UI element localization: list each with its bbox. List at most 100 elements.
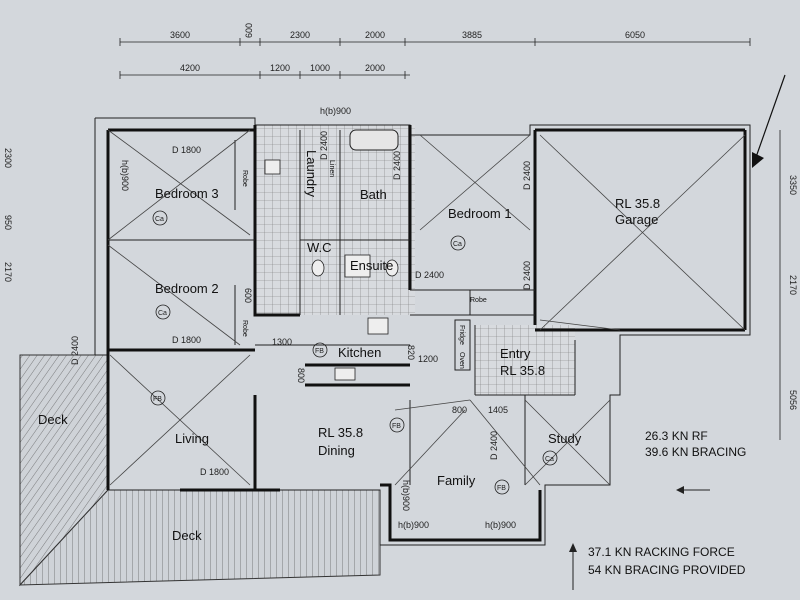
room-study: Study (548, 431, 582, 446)
marker-fb-living-text: FB (153, 396, 162, 403)
note-racking: 37.1 KN RACKING FORCE (588, 545, 735, 559)
dining-rl: RL 35.8 (318, 425, 363, 440)
garage-rl: RL 35.8 (615, 196, 660, 211)
dim-top-4200: 4200 (180, 63, 200, 73)
dim-left-950: 950 (3, 215, 13, 230)
marker-ca-study-text: Ca (545, 456, 554, 463)
room-laundry: Laundry (304, 150, 319, 197)
room-bath: Bath (360, 187, 387, 202)
label-d2400-garage-a: D 2400 (522, 161, 532, 190)
ensuite-shower (344, 254, 371, 278)
pointer-arrow (754, 74, 786, 161)
pointer-arrow-head (752, 152, 764, 168)
fixtures (264, 129, 399, 381)
label-fridge: Fridge (458, 325, 465, 345)
marker-fb-dining (389, 417, 405, 433)
room-deck-bottom: Deck (172, 528, 202, 543)
note-arrow-left-head (676, 486, 684, 494)
marker-fb-kitchen (312, 342, 328, 358)
room-family: Family (437, 473, 476, 488)
label-robe-bed3: Robe (241, 170, 248, 187)
dim-800-family: 800 (452, 405, 467, 415)
label-hb900-family-right: h(b)900 (485, 520, 516, 530)
bathtub (349, 129, 399, 151)
house-walls (94, 117, 751, 546)
top-dimension-lines: 3600 600 2300 2000 3885 6050 4200 1200 1… (119, 23, 751, 79)
label-d1800-living: D 1800 (200, 467, 229, 477)
note-arrow-up-head (569, 543, 577, 552)
label-hb900-bed3: h(b)900 (120, 160, 130, 191)
room-entry: Entry (500, 346, 531, 361)
label-d1800-bed2: D 1800 (172, 335, 201, 345)
dim-1300: 1300 (272, 337, 292, 347)
marker-fb-family-text: FB (497, 485, 506, 492)
label-d2400-garage-b: D 2400 (522, 261, 532, 290)
marker-ca-bed3-text: Ca (155, 216, 164, 223)
room-ensuite: Ensuite (350, 258, 393, 273)
marker-fb-family (494, 479, 510, 495)
dim-600: 600 (243, 288, 253, 303)
dim-1405: 1405 (488, 405, 508, 415)
label-robe-bed2: Robe (241, 320, 248, 337)
label-d1800-bed3: D 1800 (172, 145, 201, 155)
dim-top-600: 600 (244, 23, 254, 38)
marker-fb-dining-text: FB (392, 423, 401, 430)
room-kitchen: Kitchen (338, 345, 381, 360)
note-provided: 54 KN BRACING PROVIDED (588, 563, 746, 577)
dim-left-2170: 2170 (3, 262, 13, 282)
marker-ca-bed3 (152, 210, 168, 226)
roof-lines (107, 129, 746, 486)
ensuite-toilet (385, 259, 399, 277)
dim-top-2000b: 2000 (365, 63, 385, 73)
room-deck-left: Deck (38, 412, 68, 427)
entry-tiles (475, 325, 575, 395)
label-hb900-family-left: h(b)900 (398, 520, 429, 530)
dim-top-6050: 6050 (625, 30, 645, 40)
room-bedroom-1: Bedroom 1 (448, 206, 512, 221)
marker-ca-bed1-text: Ca (453, 241, 462, 248)
label-d2400-robe: D 2400 (415, 270, 444, 280)
room-bedroom-3: Bedroom 3 (155, 186, 219, 201)
marker-ca-bed1 (450, 235, 466, 251)
dim-top-3885: 3885 (462, 30, 482, 40)
side-dimension-lines: 3350 2170 5056 2300 950 2170 (3, 130, 798, 440)
laundry-tub (264, 159, 281, 175)
label-linen: Linen (328, 160, 335, 177)
dim-right-3350: 3350 (788, 175, 798, 195)
marker-ca-bed2-text: Ca (158, 310, 167, 317)
dim-right-2170: 2170 (788, 275, 798, 295)
entry-rl: RL 35.8 (500, 363, 545, 378)
wet-area-tiles (255, 125, 415, 315)
dim-top-1000: 1000 (310, 63, 330, 73)
cooktop (367, 317, 389, 335)
ceiling-markers: Ca Ca Ca Ca FB FB FB FB (150, 210, 558, 495)
dim-top-2300: 2300 (290, 30, 310, 40)
label-oven: Oven (458, 352, 465, 369)
dim-800-kitchen: 800 (296, 368, 306, 383)
room-wc: W.C (307, 240, 332, 255)
dim-1200: 1200 (418, 354, 438, 364)
dim-right-5056: 5056 (788, 390, 798, 410)
label-robe-bed1: Robe (470, 297, 487, 304)
label-d2400-bath: D 2400 (319, 131, 329, 160)
marker-ca-study (542, 450, 558, 466)
label-hb900-top: h(b)900 (320, 106, 351, 116)
marker-fb-living (150, 390, 166, 406)
note-bracing: 39.6 KN BRACING (645, 445, 746, 459)
label-d2400-deck: D 2400 (70, 336, 80, 365)
wc-toilet (311, 259, 325, 277)
dim-820: 820 (406, 345, 416, 360)
label-hb900-family-side: h(b)900 (401, 480, 411, 511)
kitchen-sink (334, 367, 356, 381)
note-rf: 26.3 KN RF (645, 429, 708, 443)
label-d2400-bed1: D 2400 (392, 151, 402, 180)
dim-top-1200: 1200 (270, 63, 290, 73)
room-living: Living (175, 431, 209, 446)
room-bedroom-2: Bedroom 2 (155, 281, 219, 296)
room-dining: Dining (318, 443, 355, 458)
dim-left-2300: 2300 (3, 148, 13, 168)
marker-fb-kitchen-text: FB (315, 348, 324, 355)
marker-ca-bed2 (155, 304, 171, 320)
label-d2400-study: D 2400 (489, 431, 499, 460)
